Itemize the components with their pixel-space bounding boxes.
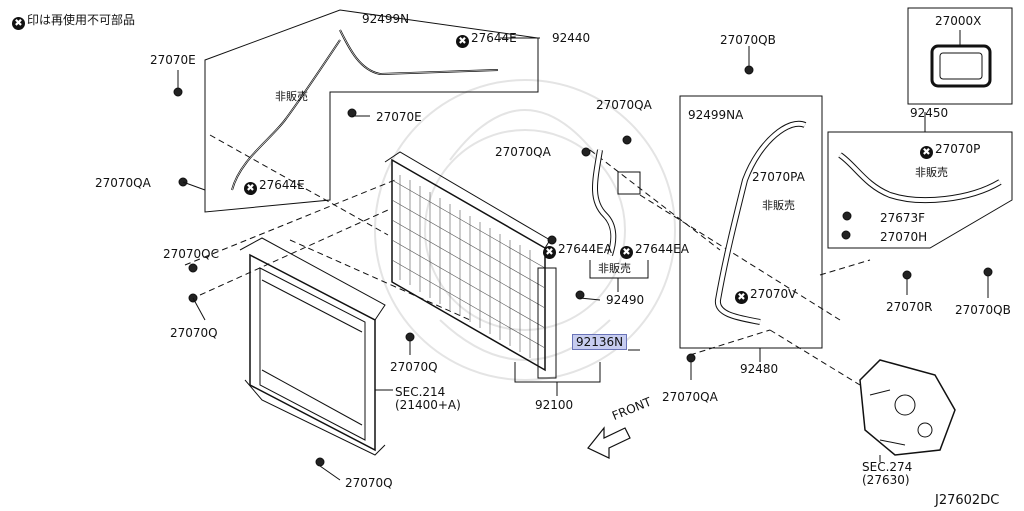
section-ref-214-sub: (21400+A)	[395, 398, 461, 412]
not-reusable-icon: ✖	[12, 17, 25, 30]
part-label-27070q[interactable]: 27070Q	[170, 326, 218, 340]
part-label-27000x[interactable]: 27000X	[935, 14, 982, 28]
part-label-27070qa[interactable]: 27070QA	[662, 390, 718, 404]
part-label-27644e[interactable]: ✖27644E	[244, 178, 305, 195]
hose-92480	[715, 120, 807, 325]
not-sold-note: 非販売	[915, 166, 948, 179]
diagram-code: J27602DC	[935, 493, 1000, 508]
inset-box	[907, 7, 1013, 105]
not-reusable-icon: ✖	[456, 35, 469, 48]
part-label-27070qa[interactable]: 27070QA	[596, 98, 652, 112]
section-ref-214[interactable]: SEC.214	[395, 385, 446, 399]
part-label-27070r[interactable]: 27070R	[886, 300, 933, 314]
radiator	[239, 237, 386, 456]
bolts	[173, 65, 993, 467]
not-reusable-icon: ✖	[620, 246, 633, 259]
part-label-92499na[interactable]: 92499NA	[688, 108, 744, 122]
legend: ✖印は再使用不可部品	[12, 13, 135, 30]
part-label-27644e[interactable]: ✖27644E	[456, 31, 517, 48]
pipe-92450	[838, 152, 1002, 204]
part-label-92499n[interactable]: 92499N	[362, 12, 410, 26]
part-label-27070pa[interactable]: 27070PA	[752, 170, 805, 184]
part-label-27070e[interactable]: 27070E	[150, 53, 196, 67]
not-reusable-icon: ✖	[543, 246, 556, 259]
not-reusable-icon: ✖	[244, 182, 257, 195]
part-label-27070q[interactable]: 27070Q	[345, 476, 393, 490]
grommet-27000x	[930, 44, 992, 88]
not-sold-note: 非販売	[275, 90, 308, 103]
part-label-27070qb[interactable]: 27070QB	[955, 303, 1011, 317]
part-label-27673f[interactable]: 27673F	[880, 211, 926, 225]
not-sold-note: 非販売	[598, 262, 631, 275]
bracket-box-92480	[679, 95, 823, 349]
section-ref-274-sub: (27630)	[862, 473, 910, 487]
part-label-27070qb[interactable]: 27070QB	[720, 33, 776, 47]
compressor	[859, 359, 956, 456]
part-label-27070e[interactable]: 27070E	[376, 110, 422, 124]
part-label-27070h[interactable]: 27070H	[880, 230, 928, 244]
bracket-box-92450	[827, 131, 1013, 249]
part-label-27070v[interactable]: ✖27070V	[735, 287, 796, 304]
front-arrow	[587, 426, 631, 459]
part-label-27644ea[interactable]: ✖27644EA	[620, 242, 689, 259]
not-sold-note: 非販売	[762, 199, 795, 212]
part-label-92100[interactable]: 92100	[535, 398, 574, 412]
part-label-27070q[interactable]: 27070Q	[390, 360, 438, 374]
part-label-27070p[interactable]: ✖27070P	[920, 142, 980, 159]
part-label-92440[interactable]: 92440	[552, 31, 591, 45]
not-reusable-icon: ✖	[920, 146, 933, 159]
part-label-27070qa[interactable]: 27070QA	[495, 145, 551, 159]
legend-text: 印は再使用不可部品	[27, 13, 136, 27]
not-reusable-icon: ✖	[735, 291, 748, 304]
condenser	[384, 151, 557, 379]
leader-lines	[184, 134, 871, 386]
part-label-27644ea[interactable]: ✖27644EA	[543, 242, 612, 259]
part-label-92450[interactable]: 92450	[910, 106, 949, 120]
pipe-92490	[589, 149, 649, 292]
part-label-92136n-highlighted[interactable]: 92136N	[572, 334, 628, 350]
part-label-92480[interactable]: 92480	[740, 362, 779, 376]
section-ref-274[interactable]: SEC.274	[862, 460, 913, 474]
part-label-92490[interactable]: 92490	[606, 293, 645, 307]
part-label-27070qc[interactable]: 27070QC	[163, 247, 219, 261]
part-label-27070qa[interactable]: 27070QA	[95, 176, 151, 190]
hose-92440	[231, 29, 499, 191]
bracket-box-92440	[204, 9, 539, 213]
